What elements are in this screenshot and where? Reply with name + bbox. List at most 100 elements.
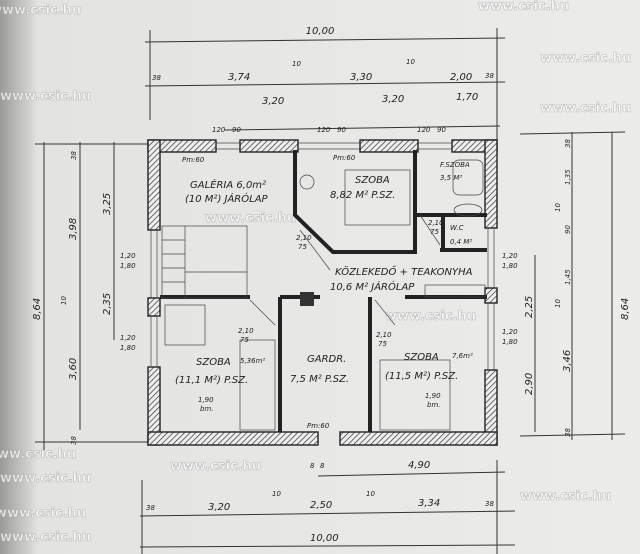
- dim: 38: [485, 500, 494, 508]
- door-size: 2,10: [296, 234, 312, 242]
- dim: 1,20: [120, 334, 136, 342]
- watermark: www.csic.hu: [0, 530, 91, 545]
- room-name-gardrob: GARDR.: [307, 354, 346, 365]
- watermark: www.csic.hu: [0, 3, 81, 18]
- door-size: 75: [430, 228, 439, 236]
- dim: 38: [485, 72, 494, 80]
- dim: 3,46: [562, 350, 573, 372]
- watermark: www.csic.hu: [0, 506, 86, 521]
- dim: 1,20: [502, 252, 518, 260]
- dim: 120: [417, 126, 431, 134]
- dim: 1,20: [120, 252, 136, 260]
- dim-total-depth: 8,64: [32, 298, 43, 320]
- bed-length: 1,90: [425, 392, 441, 400]
- sill-height: Pm:60: [333, 154, 356, 162]
- dimension-lines: [35, 28, 626, 554]
- watermark: www.csic.hu: [0, 471, 91, 486]
- dim: 3,30: [350, 72, 372, 83]
- door-size: 2,10: [238, 327, 254, 335]
- room-name-szoba: SZOBA: [355, 175, 390, 186]
- watermark: www.csic.hu: [0, 447, 76, 462]
- room-name-szoba-right: SZOBA: [404, 352, 439, 363]
- dim: 1,70: [456, 92, 478, 103]
- watermark: www.csic.hu: [540, 51, 631, 66]
- watermarks: www.csic.hu www.csic.hu www.csic.hu www.…: [0, 0, 632, 545]
- dim: 2,50: [310, 500, 332, 511]
- dim: 90: [337, 126, 346, 134]
- dim: 3,20: [208, 502, 230, 513]
- room-floor-galeria: (10 M²) JÁRÓLAP: [185, 192, 269, 205]
- room-name-kozlekedo: KÖZLEKEDŐ + TEAKONYHA: [335, 264, 473, 278]
- dim: 10: [406, 58, 415, 66]
- watermark: www.csic.hu: [0, 89, 91, 104]
- furniture: [164, 159, 486, 431]
- dim: 10: [366, 490, 375, 498]
- dim: 3,25: [102, 193, 113, 215]
- dim: 38: [146, 504, 155, 512]
- dim: 10: [554, 203, 562, 212]
- dim: 2,00: [450, 72, 472, 83]
- dim: 8: [320, 462, 325, 470]
- dim-total-width: 10,00: [306, 26, 335, 37]
- dim: 1,80: [502, 262, 518, 270]
- room-area-szoba: 8,82 M² P.SZ.: [330, 190, 395, 201]
- dim: 1,20: [502, 328, 518, 336]
- dim: 2,35: [102, 293, 113, 315]
- bed-length: 1,90: [198, 396, 214, 404]
- dimensions-top: 10,00 38 3,74 10 3,30 10 2,00 38 3,20 3,…: [152, 26, 494, 134]
- dim: 2,90: [524, 373, 535, 395]
- sill-height: Pm:60: [182, 156, 205, 164]
- dim: 38: [564, 139, 572, 148]
- dim: 1,80: [120, 262, 136, 270]
- watermark: www.csic.hu: [478, 0, 569, 14]
- door-size: 2,10: [376, 331, 392, 339]
- dim: 90: [232, 126, 241, 134]
- watermark: www.csic.hu: [385, 309, 476, 324]
- room-area-kozlekedo: 10,6 M² JÁRÓLAP: [330, 280, 415, 293]
- watermark: www.csic.hu: [520, 489, 611, 504]
- dim: 38: [70, 151, 78, 160]
- door-size: 2,10: [428, 219, 444, 227]
- room-name-furdo: F.SZOBA: [440, 161, 470, 169]
- room-area-gardrob: 7,5 M² P.SZ.: [290, 374, 349, 385]
- dim: 90: [437, 126, 446, 134]
- dim: 3,60: [68, 358, 79, 380]
- room-extra-szoba-right: 7,6m²: [452, 352, 473, 360]
- room-name-wc: W.C: [450, 224, 464, 232]
- dim: 1,80: [120, 344, 136, 352]
- door-size: 75: [240, 336, 249, 344]
- dim: 38: [70, 436, 78, 445]
- dim: 1,35: [564, 169, 572, 185]
- dim: 3,34: [418, 498, 440, 509]
- dim-total-depth: 8,64: [620, 298, 631, 320]
- sill-height: Pm:60: [307, 422, 330, 430]
- dim: 10: [272, 490, 281, 498]
- bed-unit: bm.: [427, 401, 441, 409]
- watermark: www.csic.hu: [170, 459, 261, 474]
- room-area-szoba-right: (11,5 M²) P.SZ.: [385, 371, 458, 382]
- dim: 120: [212, 126, 226, 134]
- dimensions-right: 8,64 38 1,35 10 90 1,45 10 3,46 38 2,25 …: [502, 139, 631, 437]
- dim: 10: [60, 296, 68, 305]
- dim: 3,20: [382, 94, 404, 105]
- room-area-wc: 0,4 M²: [450, 238, 472, 246]
- dim: 120: [317, 126, 331, 134]
- dim-total-width: 10,00: [310, 533, 339, 544]
- room-area-szoba-left: (11,1 M²) P.SZ.: [175, 375, 248, 386]
- dim: 3,74: [228, 72, 250, 83]
- dim: 1,80: [502, 338, 518, 346]
- dim: 1,45: [564, 269, 572, 285]
- room-labels: Pm:60 GALÉRIA 6,0m² (10 M²) JÁRÓLAP Pm:6…: [175, 154, 473, 430]
- dim: 38: [152, 74, 161, 82]
- dimensions-bottom: 8 8 4,90 38 3,20 10 2,50 10 3,34 38 10,0…: [146, 460, 494, 544]
- staircase: [161, 225, 248, 299]
- room-extra-szoba-left: 5,36m²: [240, 357, 265, 365]
- dim: 3,20: [262, 96, 284, 107]
- dim: 38: [564, 428, 572, 437]
- bed-unit: bm.: [200, 405, 214, 413]
- room-name-szoba-left: SZOBA: [196, 357, 231, 368]
- exterior-walls: [147, 139, 498, 446]
- dim: 10: [554, 299, 562, 308]
- room-area-furdo: 3,5 M²: [440, 174, 462, 182]
